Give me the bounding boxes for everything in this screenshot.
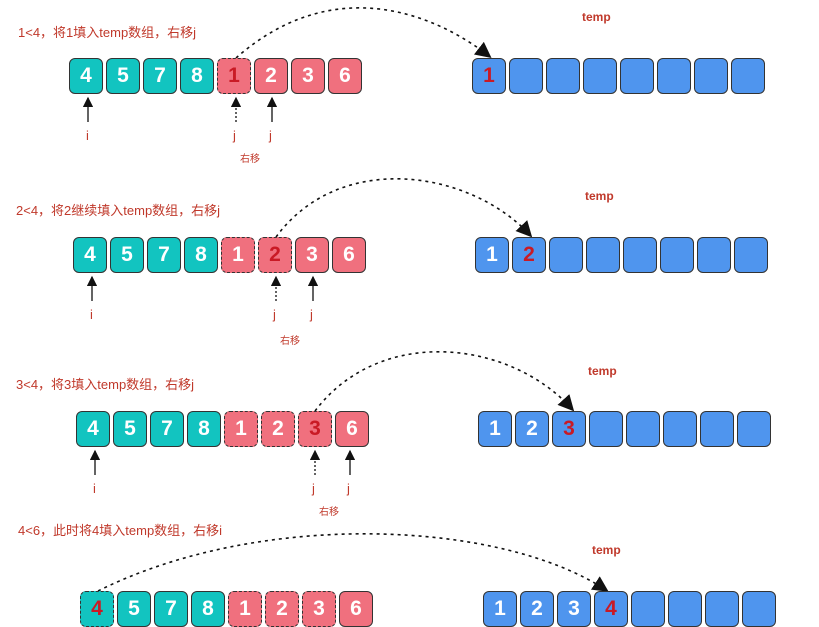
step-caption: 4<6，此时将4填入temp数组，右移i — [18, 523, 223, 538]
move-arrow — [314, 350, 575, 412]
array-cell: 1 — [228, 591, 262, 627]
array-cell: 5 — [117, 591, 151, 627]
array-cell: 3 — [295, 237, 329, 273]
temp-cell — [620, 58, 654, 94]
temp-cell: 1 — [472, 58, 506, 94]
array-cell: 5 — [113, 411, 147, 447]
temp-cell: 1 — [483, 591, 517, 627]
temp-cell — [586, 237, 620, 273]
j-label: j — [269, 128, 272, 143]
temp-cell — [694, 58, 728, 94]
temp-cell — [734, 237, 768, 273]
array-cell: 4 — [69, 58, 103, 94]
i-label: i — [86, 128, 89, 143]
move-arrow — [275, 178, 533, 238]
i-label: i — [93, 481, 96, 496]
array-cell: 4 — [80, 591, 114, 627]
step-caption: 2<4，将2继续填入temp数组，右移j — [16, 203, 221, 218]
shift-label: 右移 — [280, 336, 300, 347]
j-previous-label: j — [312, 481, 315, 496]
temp-cell — [509, 58, 543, 94]
step-caption: 3<4，将3填入temp数组，右移j — [16, 377, 195, 392]
array-cell: 7 — [154, 591, 188, 627]
temp-label: temp — [588, 364, 617, 378]
temp-label: temp — [592, 543, 621, 557]
array-cell: 1 — [224, 411, 258, 447]
temp-cell — [546, 58, 580, 94]
temp-cell: 1 — [475, 237, 509, 273]
shift-label: 右移 — [319, 507, 339, 518]
temp-cell — [623, 237, 657, 273]
temp-cell — [663, 411, 697, 447]
step-caption: 1<4，将1填入temp数组，右移j — [18, 25, 197, 40]
temp-cell — [731, 58, 765, 94]
array-cell: 3 — [291, 58, 325, 94]
array-cell: 1 — [217, 58, 251, 94]
array-cell: 2 — [265, 591, 299, 627]
temp-cell — [631, 591, 665, 627]
move-arrow — [97, 533, 609, 592]
temp-cell: 2 — [515, 411, 549, 447]
array-cell: 8 — [184, 237, 218, 273]
temp-cell — [583, 58, 617, 94]
temp-cell: 3 — [557, 591, 591, 627]
array-cell: 6 — [332, 237, 366, 273]
array-cell: 5 — [106, 58, 140, 94]
temp-cell — [697, 237, 731, 273]
j-previous-label: j — [233, 128, 236, 143]
array-cell: 7 — [150, 411, 184, 447]
array-cell: 3 — [302, 591, 336, 627]
temp-label: temp — [585, 189, 614, 203]
j-label: j — [347, 481, 350, 496]
temp-cell — [700, 411, 734, 447]
temp-cell — [657, 58, 691, 94]
array-cell: 8 — [187, 411, 221, 447]
array-cell: 8 — [191, 591, 225, 627]
array-cell: 8 — [180, 58, 214, 94]
array-cell: 4 — [73, 237, 107, 273]
array-cell: 2 — [261, 411, 295, 447]
temp-label: temp — [582, 10, 611, 24]
array-cell: 4 — [76, 411, 110, 447]
array-cell: 7 — [143, 58, 177, 94]
array-cell: 1 — [221, 237, 255, 273]
temp-cell — [742, 591, 776, 627]
temp-cell: 1 — [478, 411, 512, 447]
temp-cell — [549, 237, 583, 273]
i-label: i — [90, 307, 93, 322]
temp-cell: 3 — [552, 411, 586, 447]
array-cell: 7 — [147, 237, 181, 273]
array-cell: 6 — [339, 591, 373, 627]
temp-cell — [660, 237, 694, 273]
array-cell: 2 — [254, 58, 288, 94]
temp-cell: 2 — [512, 237, 546, 273]
shift-label: 右移 — [240, 154, 260, 165]
temp-cell — [737, 411, 771, 447]
j-label: j — [310, 307, 313, 322]
array-cell: 6 — [328, 58, 362, 94]
array-cell: 5 — [110, 237, 144, 273]
temp-cell: 2 — [520, 591, 554, 627]
temp-cell: 4 — [594, 591, 628, 627]
temp-cell — [589, 411, 623, 447]
array-cell: 2 — [258, 237, 292, 273]
move-arrow — [235, 7, 492, 59]
array-cell: 3 — [298, 411, 332, 447]
array-cell: 6 — [335, 411, 369, 447]
temp-cell — [626, 411, 660, 447]
j-previous-label: j — [273, 307, 276, 322]
temp-cell — [705, 591, 739, 627]
temp-cell — [668, 591, 702, 627]
